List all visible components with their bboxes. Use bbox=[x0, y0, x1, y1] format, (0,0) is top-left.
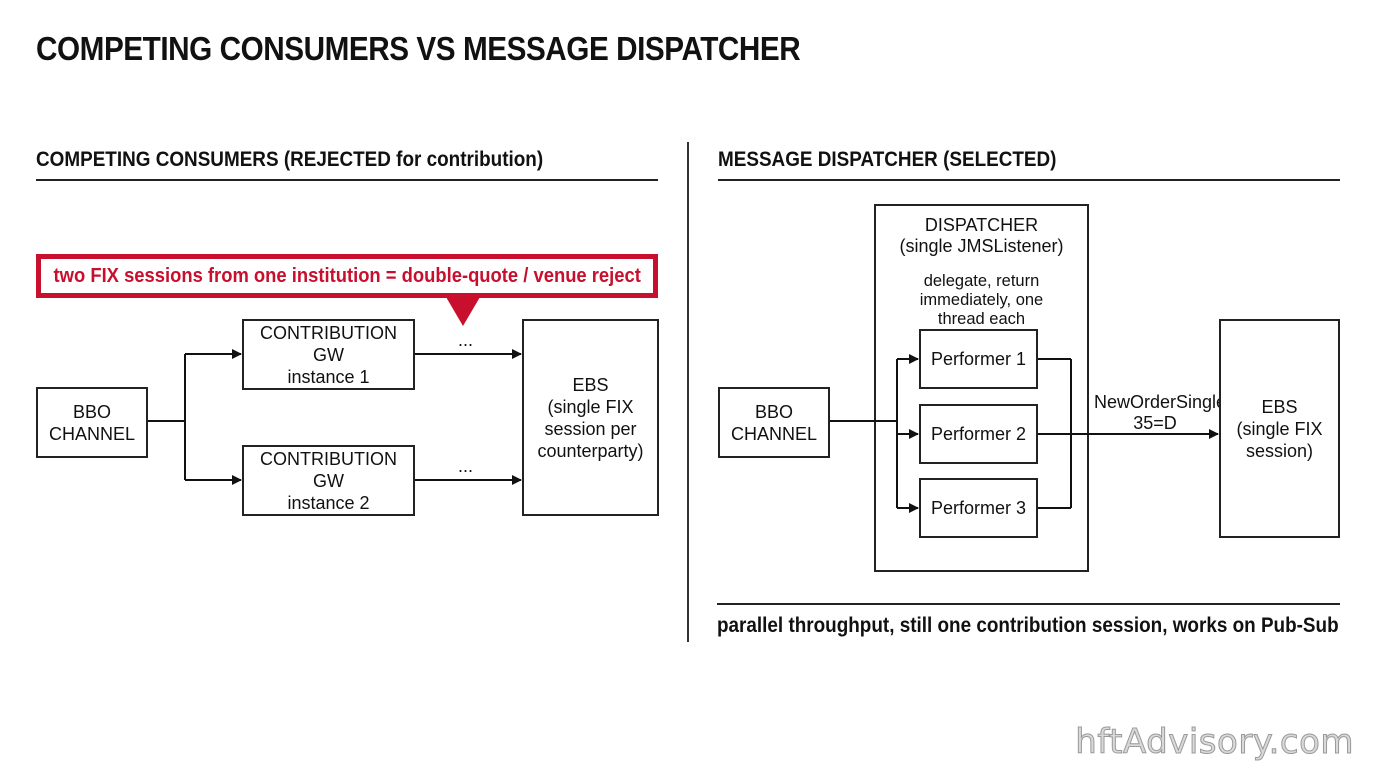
dispatcher-title: DISPATCHER (single JMSListener) bbox=[899, 215, 1064, 256]
performer-2-box: Performer 2 bbox=[919, 404, 1038, 464]
footer-summary: parallel throughput, still one contribut… bbox=[717, 614, 1339, 637]
warning-callout-text: two FIX sessions from one institution = … bbox=[53, 264, 641, 287]
callout-pointer bbox=[446, 297, 480, 326]
gw2-ellipsis: ... bbox=[458, 456, 474, 476]
footer-rule bbox=[717, 603, 1340, 605]
page-title: COMPETING CONSUMERS VS MESSAGE DISPATCHE… bbox=[36, 30, 801, 67]
right-section-heading: MESSAGE DISPATCHER (SELECTED) bbox=[718, 148, 1057, 171]
performer-1-box: Performer 1 bbox=[919, 329, 1038, 389]
contribution-gw-instance-2-box: CONTRIBUTION GW instance 2 bbox=[242, 445, 415, 516]
new-order-single-label: NewOrderSingle 35=D bbox=[1094, 392, 1227, 433]
panel-divider bbox=[687, 142, 689, 642]
left-heading-rule bbox=[36, 179, 658, 181]
gw1-ellipsis: ... bbox=[458, 330, 474, 350]
left-bbo-channel-box: BBO CHANNEL bbox=[36, 387, 148, 458]
watermark-logo: hftAdvisory.com bbox=[1075, 722, 1354, 763]
right-bbo-channel-box: BBO CHANNEL bbox=[718, 387, 830, 458]
right-heading-rule bbox=[718, 179, 1340, 181]
dispatcher-note: delegate, return immediately, one thread… bbox=[919, 272, 1044, 328]
contribution-gw-instance-1-box: CONTRIBUTION GW instance 1 bbox=[242, 319, 415, 390]
warning-callout: two FIX sessions from one institution = … bbox=[36, 254, 658, 298]
left-section-heading: COMPETING CONSUMERS (REJECTED for contri… bbox=[36, 148, 544, 171]
performer-3-box: Performer 3 bbox=[919, 478, 1038, 538]
right-ebs-box: EBS (single FIX session) bbox=[1219, 319, 1340, 538]
left-ebs-box: EBS (single FIX session per counterparty… bbox=[522, 319, 659, 516]
